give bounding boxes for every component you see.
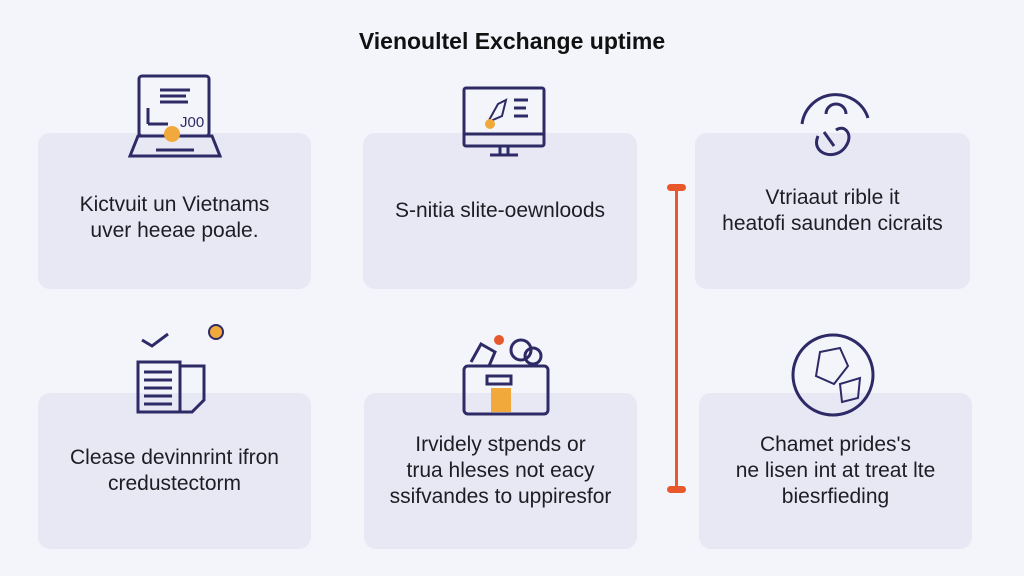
card-2: S-nitia slite-oewnloods bbox=[363, 133, 637, 289]
support-icon bbox=[800, 93, 870, 157]
laptop-icon: J00 bbox=[128, 74, 222, 158]
timeline-line bbox=[675, 187, 678, 489]
card-text: trua hleses not eacy bbox=[406, 459, 595, 482]
card-text: ssifvandes to uppiresfor bbox=[389, 485, 612, 508]
card-text: S-nitia slite-oewnloods bbox=[394, 199, 606, 222]
card-3: Vtriaaut rible it heatofi saunden cicrait… bbox=[695, 133, 970, 289]
globe-icon bbox=[791, 333, 875, 417]
card-text: heatofi saunden cicraits bbox=[722, 212, 943, 235]
card-text: Chamet prides's bbox=[759, 433, 912, 456]
card-6: Chamet prides's ne lisen int at treat lte… bbox=[699, 393, 972, 549]
card-4: Clease devinnrint ifron credustectorm bbox=[38, 393, 311, 549]
box-icon bbox=[462, 335, 550, 416]
card-text: credustectorm bbox=[107, 472, 242, 495]
timeline-cap-bottom bbox=[667, 486, 686, 493]
card-text: ne lisen int at treat lte bbox=[735, 459, 936, 482]
timeline-cap-top bbox=[667, 184, 686, 191]
card-text: Kictvuit un Vietnams bbox=[79, 193, 270, 216]
card-1: Kictvuit un Vietnams uver heeae poale. bbox=[38, 133, 311, 289]
card-text: biesrfieding bbox=[781, 485, 890, 508]
card-5: Irvidely stpends or trua hleses not eacy s… bbox=[364, 393, 637, 549]
page-title: Vienoultel Exchange uptime bbox=[358, 28, 666, 54]
card-text: Vtriaaut rible it bbox=[765, 186, 900, 209]
svg-text:J00: J00 bbox=[180, 114, 204, 131]
card-text: uver heeae poale. bbox=[90, 219, 259, 242]
document-check-icon bbox=[136, 324, 224, 414]
card-text: Clease devinnrint ifron bbox=[70, 446, 279, 469]
monitor-icon bbox=[462, 86, 546, 157]
card-text: Irvidely stpends or bbox=[415, 433, 586, 456]
